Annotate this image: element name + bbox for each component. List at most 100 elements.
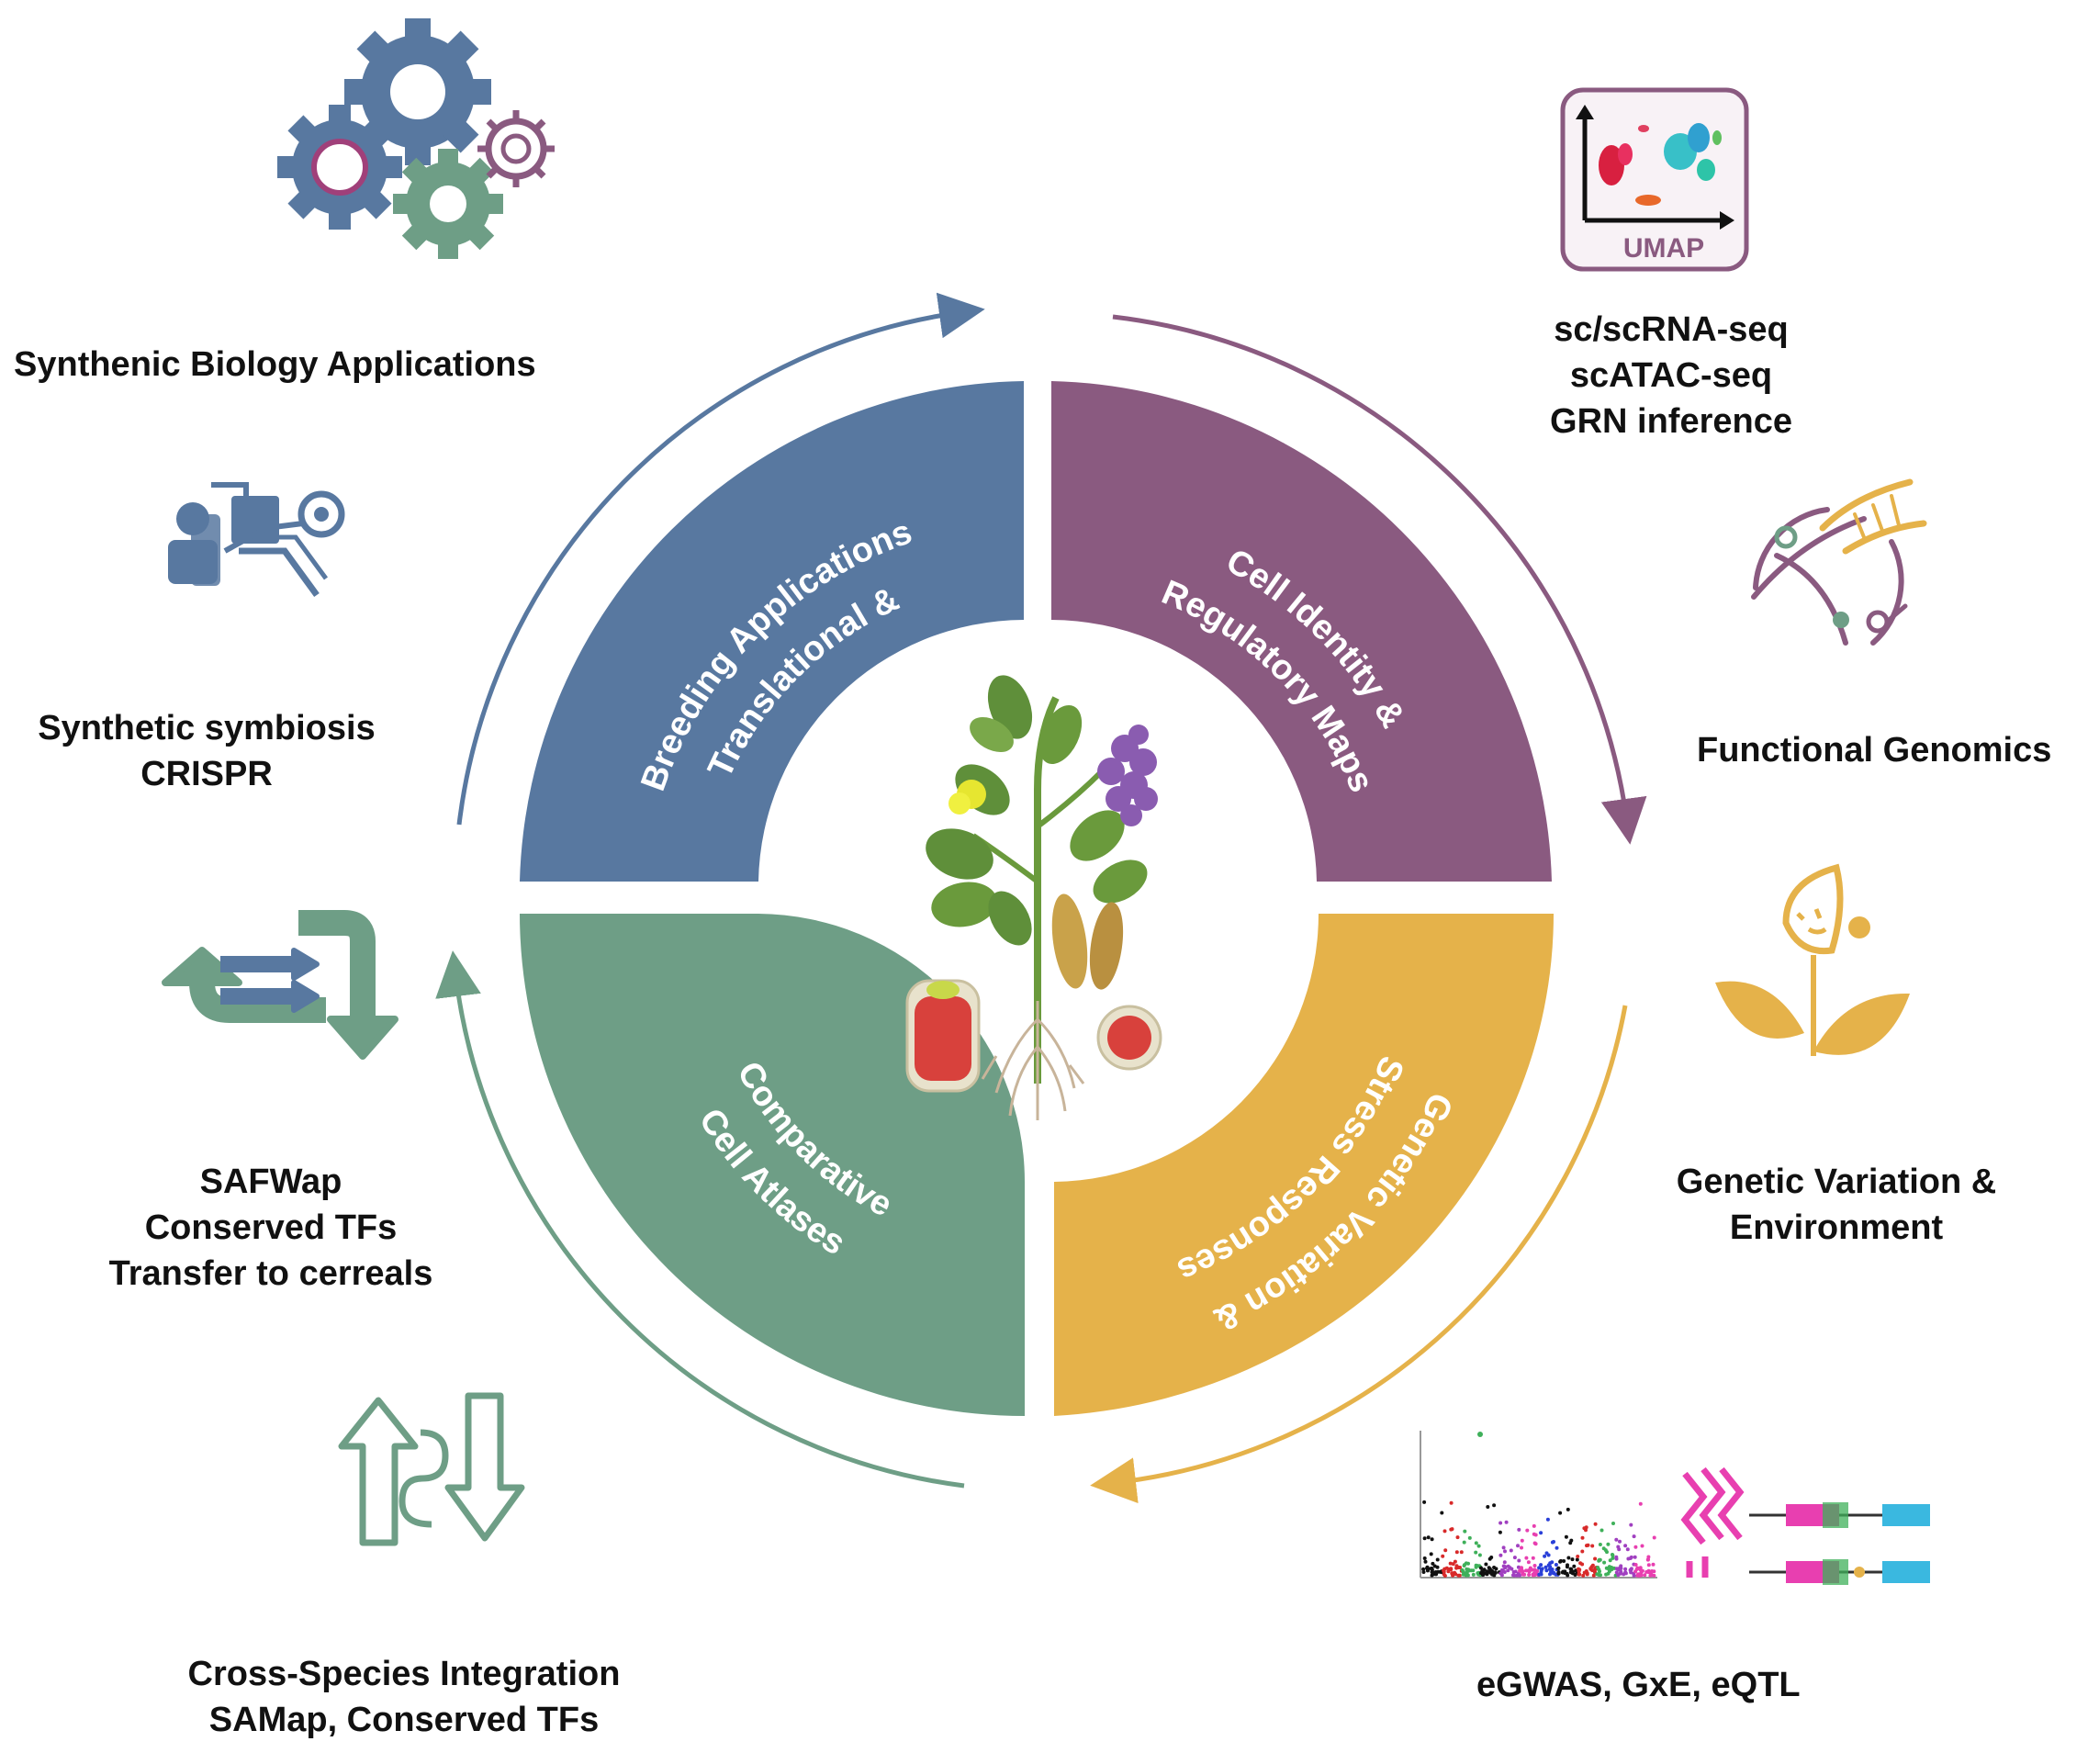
- manhattan-dot: [1643, 1573, 1647, 1578]
- manhattan-dot: [1588, 1567, 1593, 1571]
- egwas-label: eGWAS, GxE, eQTL: [1476, 1666, 1801, 1704]
- manhattan-dot: [1590, 1544, 1595, 1548]
- manhattan-dot: [1474, 1550, 1478, 1555]
- cross-species-arrows-icon: [338, 1392, 525, 1546]
- manhattan-dot: [1511, 1573, 1515, 1578]
- cross-species-label-line-2: SAMap, Conserved TFs: [208, 1701, 600, 1739]
- cycle-arrow-gold: [1090, 1005, 1628, 1504]
- manhattan-dot: [1558, 1558, 1563, 1563]
- synthetic-biology-label: Synthenic Biology Applications: [14, 345, 536, 384]
- manhattan-dot: [1633, 1569, 1638, 1574]
- legume-plant-illustration: [905, 675, 1162, 1120]
- manhattan-dot: [1625, 1547, 1630, 1552]
- manhattan-dot: [1474, 1541, 1478, 1545]
- cycle-arrow-blue: [456, 292, 985, 826]
- manhattan-dot: [1466, 1561, 1470, 1566]
- manhattan-dot: [1640, 1544, 1644, 1548]
- sc-methods-label-line-3: GRN inference: [1550, 402, 1792, 441]
- manhattan-dot: [1556, 1566, 1561, 1570]
- manhattan-dot: [1549, 1569, 1554, 1574]
- manhattan-dot: [1527, 1573, 1532, 1577]
- manhattan-dot: [1448, 1561, 1453, 1566]
- manhattan-dot: [1449, 1500, 1454, 1505]
- manhattan-dot: [1429, 1552, 1433, 1556]
- manhattan-dot: [1430, 1567, 1434, 1572]
- genetic-environment-label-line-1: Genetic Variation &: [1676, 1163, 1997, 1201]
- cross-species-label: Cross-Species Integration SAMap, Conserv…: [156, 1651, 652, 1743]
- manhattan-dot: [1467, 1535, 1472, 1540]
- manhattan-dot: [1532, 1541, 1537, 1545]
- manhattan-dot: [1540, 1567, 1544, 1571]
- manhattan-dot: [1618, 1539, 1622, 1544]
- manhattan-dot: [1646, 1563, 1651, 1567]
- manhattan-dot: [1421, 1567, 1426, 1571]
- manhattan-dot: [1600, 1528, 1604, 1533]
- manhattan-dot: [1611, 1556, 1615, 1560]
- manhattan-dot: [1539, 1531, 1543, 1535]
- manhattan-dot: [1623, 1567, 1628, 1571]
- manhattan-dot: [1566, 1563, 1569, 1567]
- manhattan-dot: [1602, 1560, 1607, 1565]
- manhattan-dot: [1629, 1522, 1633, 1527]
- manhattan-dot: [1442, 1568, 1446, 1573]
- manhattan-dot: [1584, 1569, 1588, 1573]
- manhattan-dot: [1499, 1573, 1504, 1578]
- manhattan-dot: [1498, 1530, 1502, 1534]
- sc-methods-label-line-1: sc/scRNA-seq: [1554, 310, 1789, 349]
- sc-methods-label-line-2: scATAC-seq: [1569, 356, 1773, 395]
- functional-genomics-label: Functional Genomics: [1697, 731, 2052, 770]
- safwap-label-line-3: Transfer to cerreals: [108, 1254, 433, 1293]
- safwap-label: SAFWap Conserved TFs Transfer to cerreal…: [87, 1159, 455, 1297]
- manhattan-dot: [1451, 1562, 1455, 1567]
- manhattan-dot: [1456, 1573, 1461, 1578]
- dna-icon: [1751, 478, 1927, 646]
- manhattan-dot: [1509, 1548, 1513, 1553]
- manhattan-dot: [1606, 1542, 1611, 1546]
- manhattan-dot: [1513, 1569, 1518, 1574]
- lab-workflow-icon: [168, 482, 345, 598]
- manhattan-dot: [1639, 1573, 1644, 1578]
- manhattan-dot: [1471, 1572, 1476, 1577]
- manhattan-dot: [1543, 1554, 1547, 1558]
- manhattan-dot: [1648, 1573, 1653, 1578]
- manhattan-dot: [1458, 1566, 1462, 1569]
- manhattan-dot: [1421, 1570, 1426, 1574]
- manhattan-dot: [1494, 1567, 1498, 1571]
- manhattan-dot: [1576, 1555, 1580, 1558]
- manhattan-dot: [1591, 1573, 1596, 1578]
- genetic-environment-label-line-2: Environment: [1729, 1208, 1944, 1247]
- manhattan-dot: [1633, 1563, 1638, 1567]
- manhattan-dot: [1614, 1556, 1619, 1561]
- manhattan-dot: [1463, 1563, 1466, 1567]
- manhattan-dot: [1568, 1567, 1573, 1571]
- manhattan-dot: [1516, 1565, 1521, 1569]
- manhattan-dot: [1516, 1544, 1520, 1548]
- manhattan-dot: [1435, 1565, 1440, 1569]
- umap-plot-icon: UMAP: [1560, 87, 1749, 272]
- manhattan-dot: [1650, 1569, 1655, 1573]
- manhattan-dot: [1441, 1554, 1445, 1558]
- plant-growth-icon: [1715, 863, 1910, 1056]
- manhattan-dot: [1554, 1563, 1558, 1567]
- manhattan-dot: [1596, 1572, 1600, 1577]
- manhattan-dot: [1486, 1505, 1490, 1509]
- manhattan-dot: [1555, 1545, 1559, 1550]
- manhattan-dot: [1652, 1535, 1656, 1540]
- manhattan-dot: [1503, 1565, 1508, 1569]
- manhattan-dot: [1531, 1556, 1535, 1560]
- manhattan-dot: [1442, 1529, 1447, 1534]
- manhattan-dot: [1526, 1560, 1531, 1565]
- safwap-label-line-2: Conserved TFs: [144, 1208, 398, 1247]
- manhattan-dot: [1562, 1559, 1566, 1563]
- gene-structure-icon: [1680, 1466, 1930, 1585]
- manhattan-dot: [1423, 1559, 1428, 1564]
- manhattan-dot: [1488, 1570, 1493, 1575]
- manhattan-dot: [1425, 1565, 1430, 1569]
- manhattan-dot: [1476, 1544, 1481, 1548]
- manhattan-dot: [1442, 1572, 1446, 1577]
- manhattan-dot: [1581, 1573, 1586, 1578]
- manhattan-dot: [1564, 1534, 1568, 1539]
- manhattan-dot: [1614, 1567, 1619, 1571]
- manhattan-dot: [1460, 1567, 1465, 1572]
- quadrant-genetic-variation: [1054, 914, 1554, 1416]
